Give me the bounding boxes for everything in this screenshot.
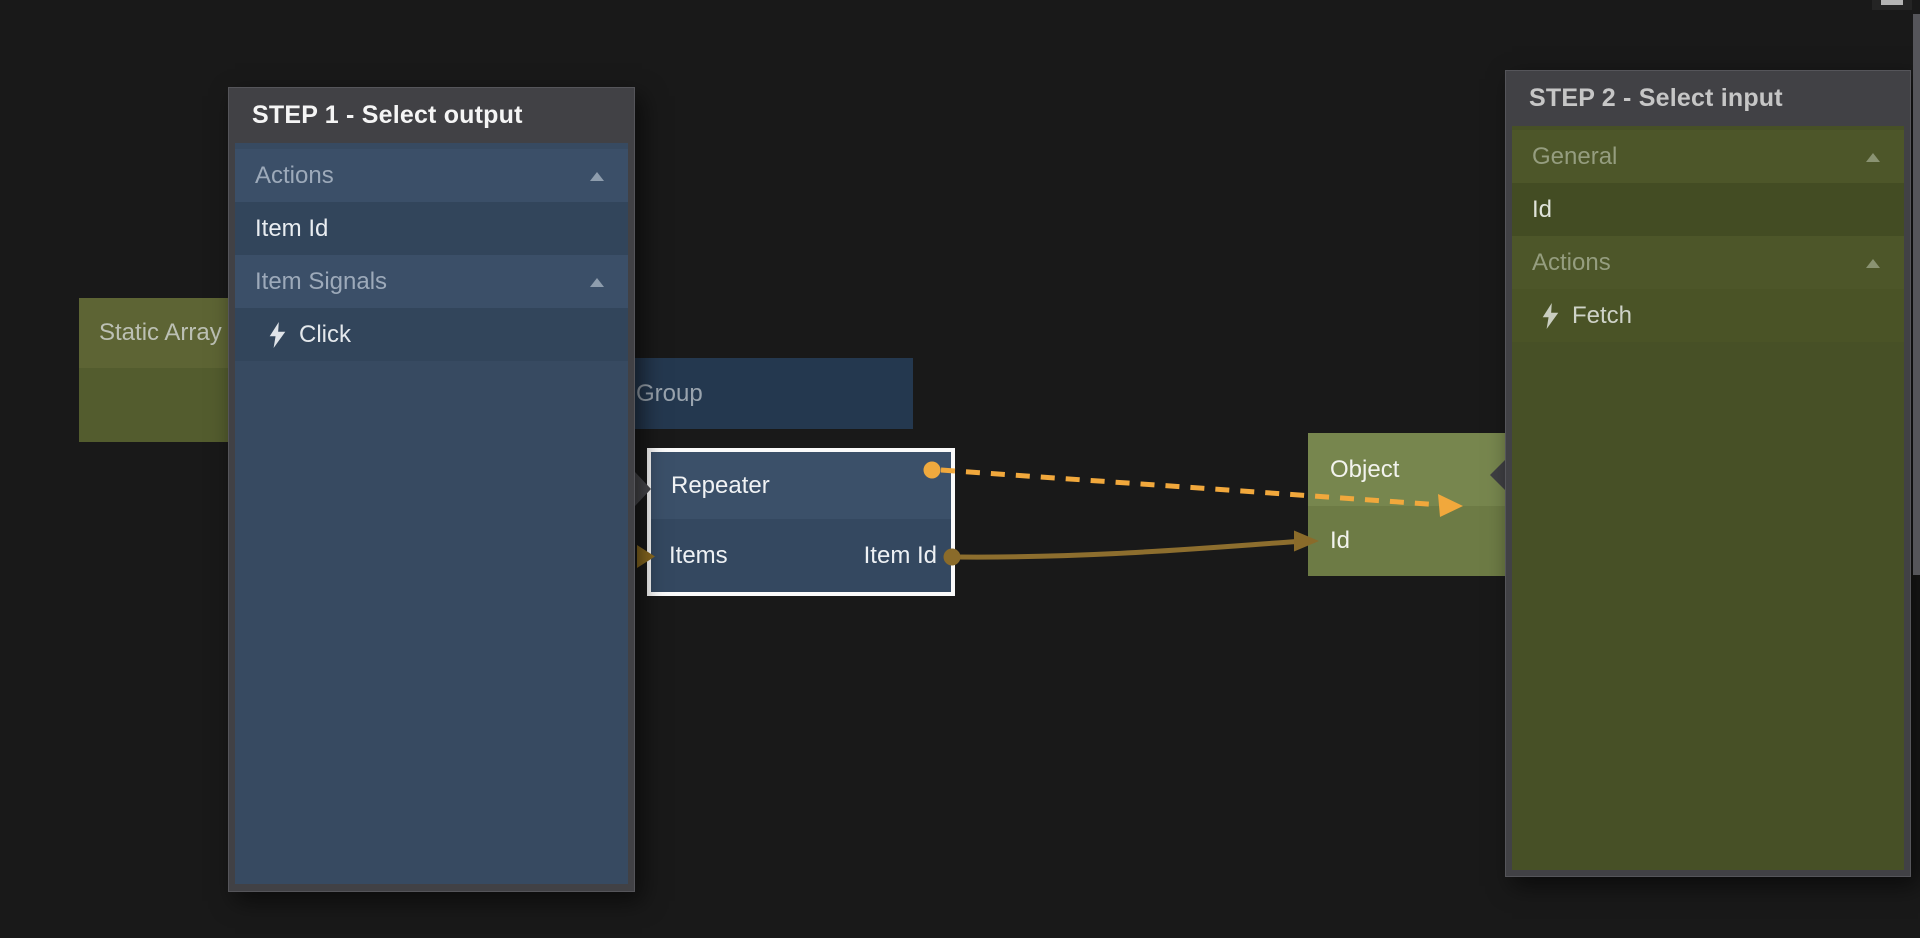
panel-title: STEP 1 - Select output [252,101,523,129]
category-label: Actions [255,161,334,189]
category-label: Item Signals [255,267,388,295]
input-port-label[interactable]: Items [669,541,728,569]
lightning-icon [1542,302,1559,329]
input-row-id[interactable]: Id [1512,183,1904,236]
input-row-fetch[interactable]: Fetch [1512,289,1904,342]
vertical-scrollbar[interactable] [1913,14,1920,575]
connection-itemid-to-id[interactable] [957,539,1298,560]
output-row-item-id[interactable]: Item Id [235,202,628,255]
category-label: Actions [1532,248,1611,276]
node-title: Object [1308,433,1530,506]
output-label: Click [299,320,351,348]
node-repeater-selected[interactable]: Repeater Items Item Id [647,448,955,596]
lightning-icon [269,321,286,348]
node-object[interactable]: Object Id [1308,433,1530,576]
node-title: Repeater [651,452,951,519]
output-label: Item Id [255,214,329,242]
category-label: General [1532,142,1618,170]
chevron-up-icon[interactable] [590,277,604,287]
category-row-actions[interactable]: Actions [235,149,628,202]
panel-title: STEP 2 - Select input [1529,84,1783,112]
step2-select-input-panel: STEP 2 - Select input General Id Actions… [1505,70,1911,877]
chevron-up-icon[interactable] [590,171,604,181]
chevron-up-icon[interactable] [1866,258,1880,268]
input-label: Fetch [1572,301,1633,329]
panel-body: Actions Item Id Item Signals Click [235,143,628,884]
panel-body: General Id Actions Fetch [1512,126,1904,870]
category-row-general[interactable]: General [1512,130,1904,183]
input-label: Id [1532,195,1553,223]
scrollbar-thumb[interactable] [1881,0,1903,5]
scrollbar-track [1872,0,1912,10]
step1-select-output-panel: STEP 1 - Select output Actions Item Id I… [228,87,635,892]
category-row-actions[interactable]: Actions [1512,236,1904,289]
output-row-click[interactable]: Click [235,308,628,361]
input-port-label[interactable]: Id [1308,506,1530,576]
node-port-row: Items Item Id [651,519,951,592]
node-title: Group [636,379,703,407]
output-port-label[interactable]: Item Id [863,541,937,569]
chevron-up-icon[interactable] [1866,152,1880,162]
category-row-item-signals[interactable]: Item Signals [235,255,628,308]
